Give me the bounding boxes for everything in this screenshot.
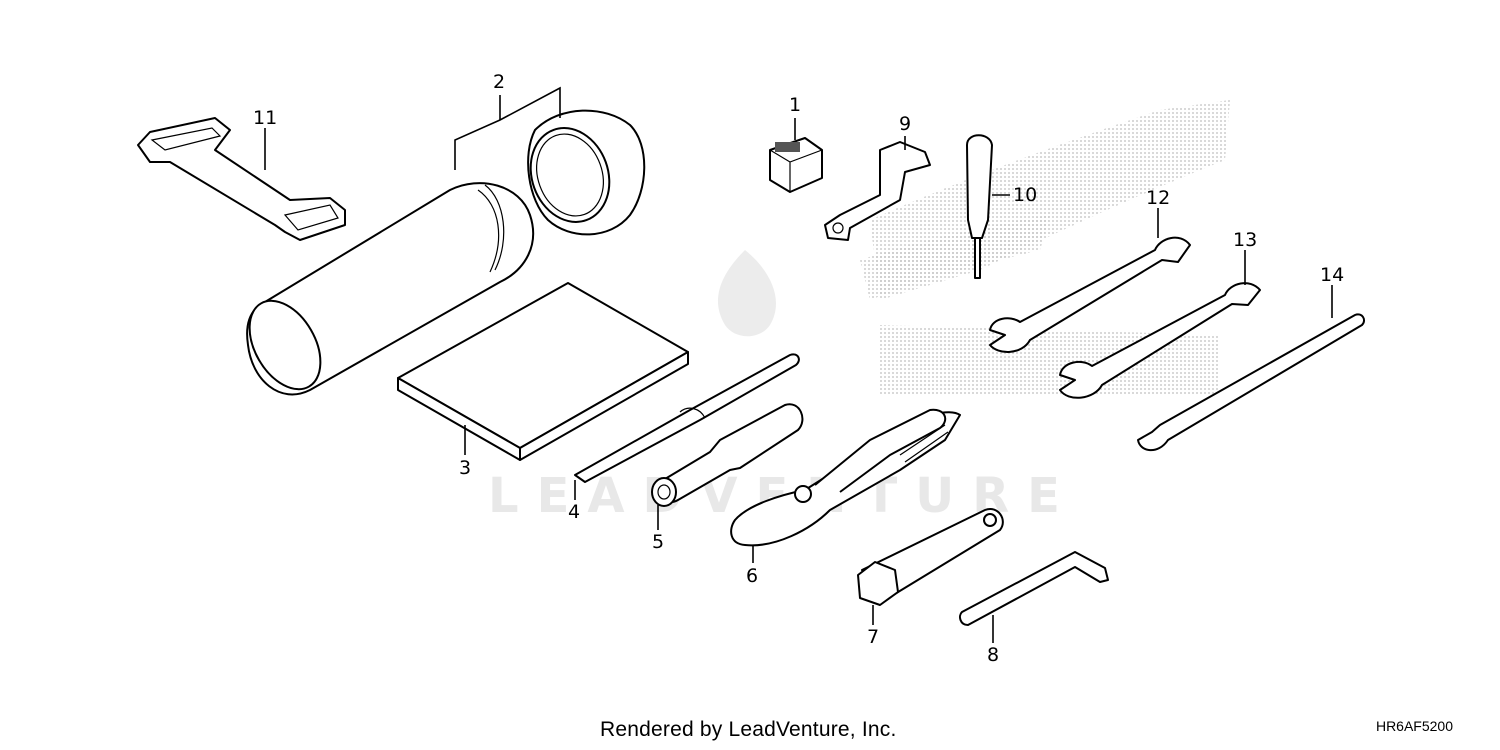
part-1-fuse bbox=[769, 137, 823, 193]
part-10-screwdriver bbox=[966, 134, 993, 279]
part-7-box-spanner bbox=[857, 508, 1004, 606]
part-13-wrench bbox=[1059, 282, 1261, 399]
leader-lines bbox=[264, 86, 1333, 643]
callout-13: 13 bbox=[1233, 229, 1257, 251]
callout-6: 6 bbox=[746, 565, 758, 587]
footer-rendered-by: Rendered by LeadVenture, Inc. bbox=[600, 718, 897, 741]
part-9-bracket bbox=[824, 141, 931, 241]
part-5-socket-handle bbox=[651, 403, 804, 507]
callout-labels: 1 2 3 4 5 6 7 8 9 10 11 12 13 14 bbox=[253, 71, 1344, 666]
callout-5: 5 bbox=[652, 531, 664, 553]
callout-12: 12 bbox=[1146, 187, 1170, 209]
part-12-wrench bbox=[989, 236, 1191, 353]
part-6-pliers bbox=[730, 408, 961, 547]
diagram-code: HR6AF5200 bbox=[1375, 718, 1453, 734]
part-11-strap bbox=[137, 117, 346, 241]
callout-9: 9 bbox=[899, 113, 911, 135]
part-2-tool-tube bbox=[246, 109, 646, 396]
callout-1: 1 bbox=[789, 94, 801, 116]
part-8-hex-key bbox=[959, 551, 1109, 626]
callout-8: 8 bbox=[987, 644, 999, 666]
callout-2: 2 bbox=[493, 71, 505, 93]
honda-wing-watermark bbox=[860, 100, 1230, 395]
callout-4: 4 bbox=[568, 501, 580, 523]
callout-3: 3 bbox=[459, 457, 471, 479]
callout-10: 10 bbox=[1013, 184, 1037, 206]
part-4-screwdriver bbox=[574, 353, 800, 483]
part-14-rod-wrench bbox=[1137, 313, 1365, 452]
callout-11: 11 bbox=[253, 107, 277, 129]
part-3-manual bbox=[397, 282, 689, 461]
callout-7: 7 bbox=[867, 626, 879, 648]
callout-14: 14 bbox=[1320, 264, 1344, 286]
